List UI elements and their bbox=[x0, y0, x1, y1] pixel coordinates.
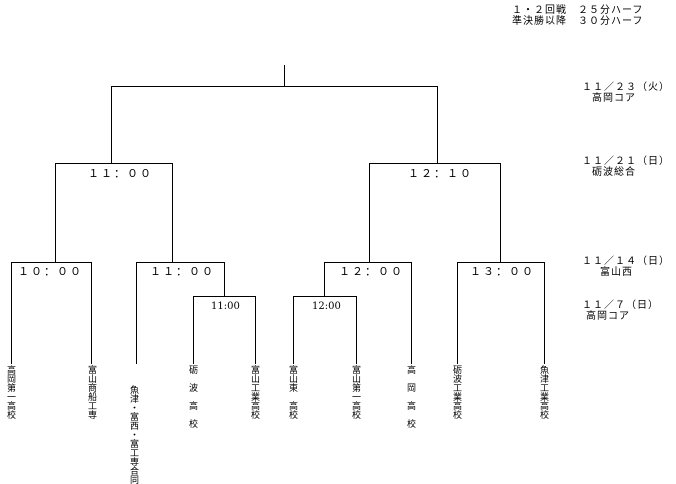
team-uozu-kogyo: 魚津工業高校 bbox=[538, 365, 548, 419]
final-bar bbox=[111, 86, 438, 87]
team-toyama-daiichi: 富山第一高校 bbox=[350, 365, 360, 419]
r1-left-drop-b bbox=[255, 296, 256, 364]
semi-right-drop-a bbox=[369, 163, 370, 262]
final-left-drop bbox=[111, 86, 112, 163]
qf3-drop-a bbox=[324, 262, 325, 296]
qf2-drop-a bbox=[136, 262, 137, 364]
semi-right-drop-b bbox=[500, 163, 501, 262]
qf3-bar bbox=[324, 262, 412, 263]
semi-left-drop-b bbox=[172, 163, 173, 262]
team-tonami-kogyo: 砺波工業高校 bbox=[451, 365, 461, 419]
team-uozu-joint-label: 魚津・富西・富工専合同 bbox=[128, 385, 138, 484]
rules-note-line-1: １・２回戦 ２５分ハーフ bbox=[512, 5, 644, 16]
team-uozu-joint: 魚津・富西・富工専合同 bbox=[120, 365, 148, 484]
champion-stem bbox=[284, 65, 285, 86]
final-right-drop bbox=[437, 86, 438, 163]
round-qf-date: １１／１４（日） bbox=[582, 256, 670, 267]
semi-left-bar bbox=[55, 163, 173, 164]
r1-right-drop-b bbox=[356, 296, 357, 364]
qf2-bar bbox=[136, 262, 225, 263]
qf1-bar bbox=[11, 262, 92, 263]
qf3-time: １２：００ bbox=[339, 265, 404, 278]
r1-right-time: 12:00 bbox=[312, 301, 341, 312]
team-takaoka: 高 岡 高 校 bbox=[405, 365, 415, 428]
qf3-drop-b bbox=[411, 262, 412, 364]
qf4-drop-b bbox=[544, 262, 545, 364]
qf4-time: １３：００ bbox=[470, 265, 535, 278]
r1-right-bar bbox=[293, 296, 357, 297]
rules-note-line-2: 準決勝以降 ３０分ハーフ bbox=[512, 16, 644, 27]
team-tonami: 砺 波 高 校 bbox=[187, 365, 197, 428]
r1-left-bar bbox=[193, 296, 256, 297]
semi-left-time: １１：００ bbox=[88, 167, 153, 180]
round-qf-venue: 富山西 bbox=[600, 267, 633, 278]
qf1-drop-a bbox=[11, 262, 12, 364]
team-takaoka-daiichi: 高岡第一高校 bbox=[5, 365, 15, 419]
qf1-drop-b bbox=[91, 262, 92, 364]
qf4-bar bbox=[457, 262, 545, 263]
qf4-drop-a bbox=[457, 262, 458, 364]
r1-left-time: 11:00 bbox=[211, 301, 240, 312]
semi-right-bar bbox=[369, 163, 501, 164]
qf2-drop-b bbox=[224, 262, 225, 296]
round-semi-venue: 砺波総合 bbox=[592, 167, 636, 178]
round-r1-date: １１／７（日） bbox=[582, 300, 659, 311]
round-r1-venue: 高岡コア bbox=[586, 311, 630, 322]
team-toyama-higashi: 富山東 高校 bbox=[287, 365, 297, 419]
team-toyama-shosen: 富山商船工専 bbox=[86, 365, 96, 419]
semi-right-time: １２：１０ bbox=[408, 167, 473, 180]
qf1-time: １０：００ bbox=[18, 265, 83, 278]
round-final-date: １１／２３（火） bbox=[582, 82, 670, 93]
r1-left-drop-a bbox=[193, 296, 194, 364]
round-semi-date: １１／２１（日） bbox=[582, 156, 670, 167]
qf2-time: １１：００ bbox=[150, 265, 215, 278]
semi-left-drop-a bbox=[55, 163, 56, 262]
team-toyama-kogyo: 富山工業高校 bbox=[249, 365, 259, 419]
r1-right-drop-a bbox=[293, 296, 294, 364]
round-final-venue: 高岡コア bbox=[592, 93, 636, 104]
